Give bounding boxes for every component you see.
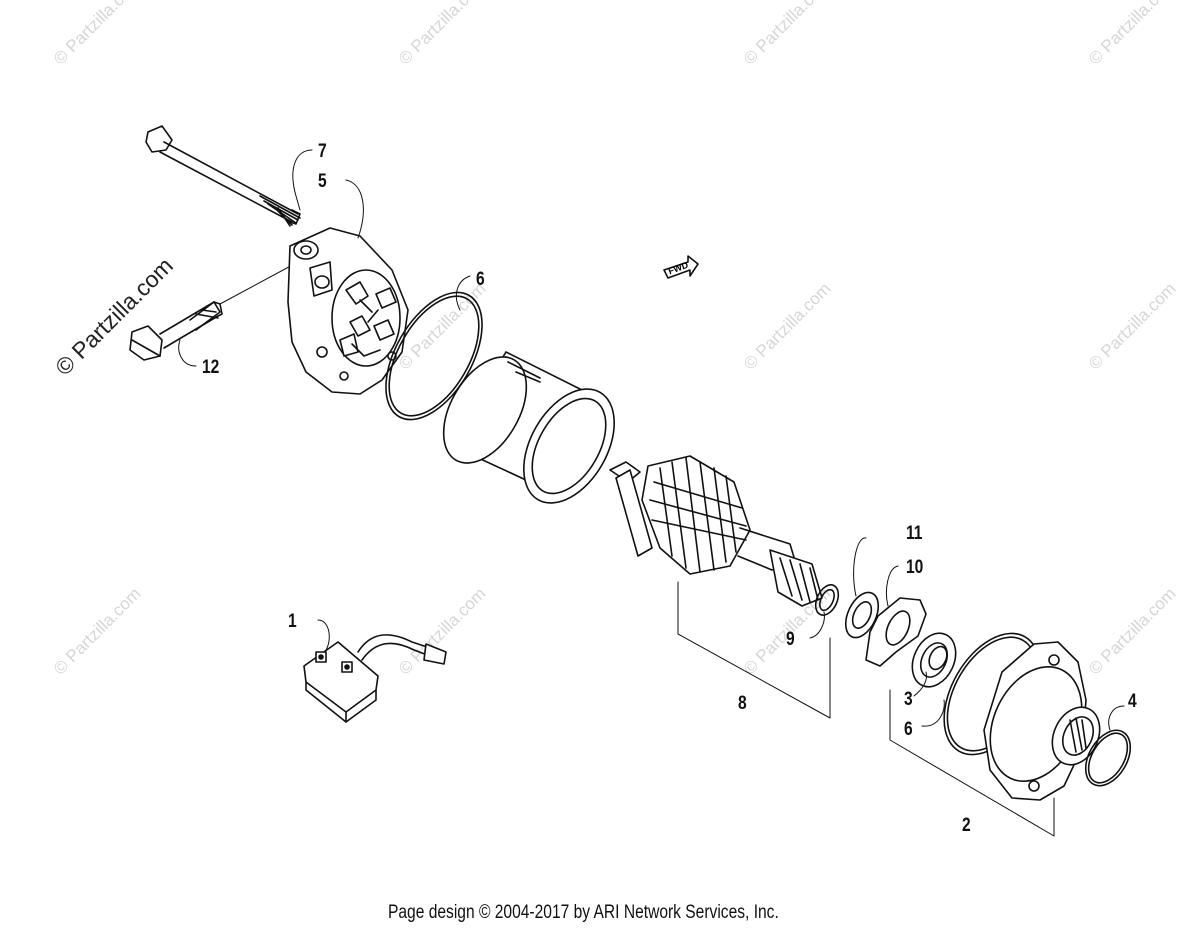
lock-washer-icon bbox=[865, 597, 927, 667]
callout-7: 7 bbox=[318, 141, 327, 162]
starter-relay-icon bbox=[303, 634, 447, 723]
callout-5: 5 bbox=[318, 171, 327, 192]
callout-8: 8 bbox=[738, 693, 747, 714]
callout-12: 12 bbox=[202, 357, 220, 378]
front-housing-icon bbox=[983, 641, 1101, 801]
snap-ring-icon bbox=[814, 584, 840, 616]
callout-3: 3 bbox=[904, 689, 913, 710]
leader-lines bbox=[178, 149, 1125, 837]
callout-1: 1 bbox=[288, 611, 297, 632]
through-bolt-icon bbox=[145, 125, 301, 227]
armature-icon bbox=[609, 455, 823, 607]
callout-6-lower: 6 bbox=[904, 719, 913, 740]
callout-2: 2 bbox=[962, 815, 971, 836]
mount-bolt-icon bbox=[129, 261, 299, 361]
fwd-arrow-icon bbox=[663, 255, 699, 279]
yoke-housing-icon bbox=[442, 351, 616, 504]
o-ring-icon bbox=[385, 291, 483, 421]
callout-6-upper: 6 bbox=[476, 269, 485, 290]
callout-11: 11 bbox=[906, 523, 923, 544]
starter-end-cover-icon bbox=[287, 227, 409, 395]
small-o-ring-icon bbox=[1084, 729, 1132, 787]
callout-10: 10 bbox=[906, 557, 924, 578]
page-footer-copyright: Page design © 2004-2017 by ARI Network S… bbox=[388, 902, 779, 923]
callout-9: 9 bbox=[786, 629, 795, 650]
callout-4: 4 bbox=[1128, 691, 1137, 712]
oil-seal-icon bbox=[911, 632, 957, 688]
